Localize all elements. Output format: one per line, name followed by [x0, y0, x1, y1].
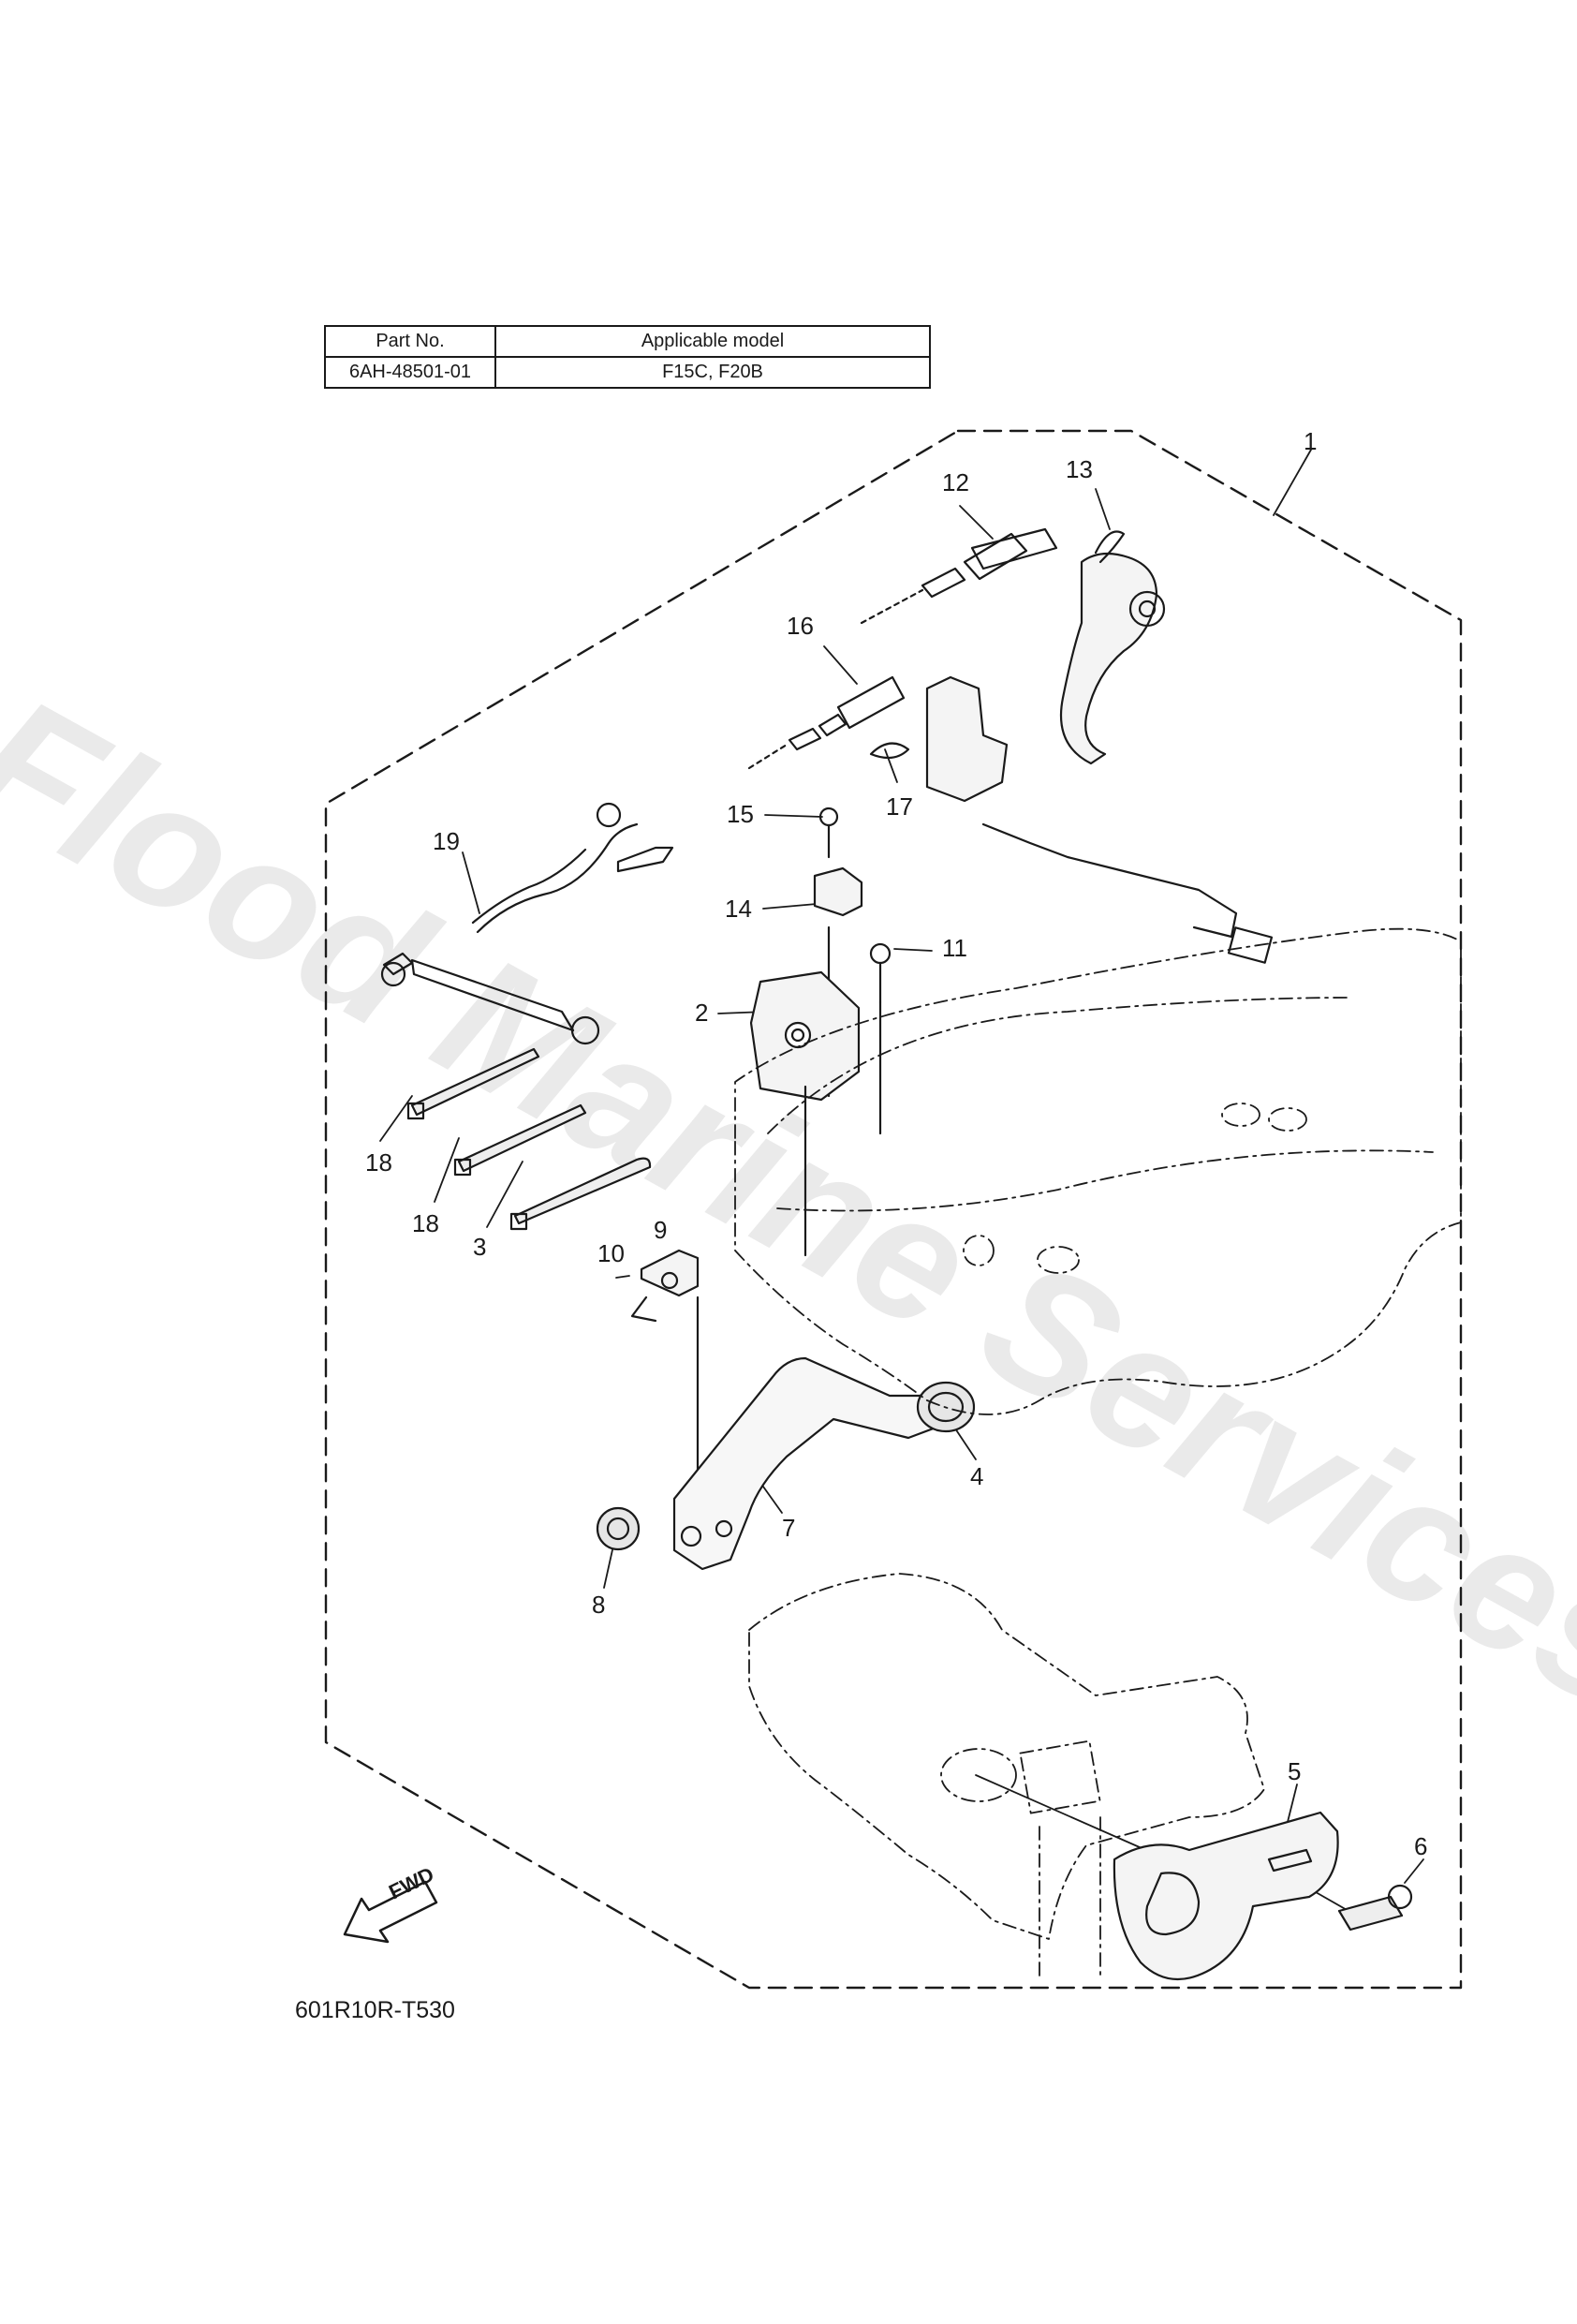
callout-5: 5	[1288, 1757, 1302, 1785]
cable-ties	[406, 1047, 652, 1231]
assembly-boundary	[324, 429, 1463, 1990]
forward-arrow-icon	[343, 1880, 438, 1944]
callout-18a: 18	[365, 1148, 392, 1177]
callout-10: 10	[597, 1239, 625, 1267]
callout-2: 2	[695, 999, 709, 1027]
cable-holder	[1113, 1811, 1413, 1981]
callout-13: 13	[1066, 455, 1093, 483]
callout-15: 15	[727, 800, 754, 828]
header-applicable-model: Applicable model	[494, 325, 931, 358]
callout-18b: 18	[412, 1209, 439, 1237]
grommet-8	[596, 1506, 641, 1551]
wire-harness	[380, 802, 674, 1045]
swivel-bracket-outline	[748, 1573, 1265, 1977]
callout-3: 3	[473, 1233, 487, 1261]
callout-12: 12	[942, 468, 969, 496]
shift-bracket	[630, 1249, 948, 1571]
bolt-and-clip	[813, 807, 892, 1135]
header-part-no: Part No.	[324, 325, 496, 358]
callout-1: 1	[1304, 427, 1318, 455]
callout-8: 8	[592, 1591, 606, 1619]
callout-19: 19	[433, 827, 460, 855]
diagram-code: 601R10R-T530	[295, 1997, 455, 2023]
callout-17: 17	[886, 792, 913, 821]
callout-11: 11	[942, 934, 967, 962]
callout-16: 16	[787, 612, 814, 640]
callout-14: 14	[725, 895, 752, 923]
leader-lines	[379, 449, 1424, 1912]
callout-6: 6	[1414, 1832, 1428, 1860]
throttle-cable-linkage	[747, 527, 1274, 964]
applicable-model: F15C, F20B	[494, 356, 931, 389]
bottom-cowling-outline	[734, 927, 1462, 1415]
callout-9: 9	[654, 1216, 668, 1244]
part-number: 6AH-48501-01	[324, 356, 496, 389]
callout-4: 4	[970, 1462, 984, 1490]
callout-7: 7	[782, 1514, 796, 1542]
applicable-model-table: Part No. Applicable model 6AH-48501-01 F…	[324, 325, 931, 389]
